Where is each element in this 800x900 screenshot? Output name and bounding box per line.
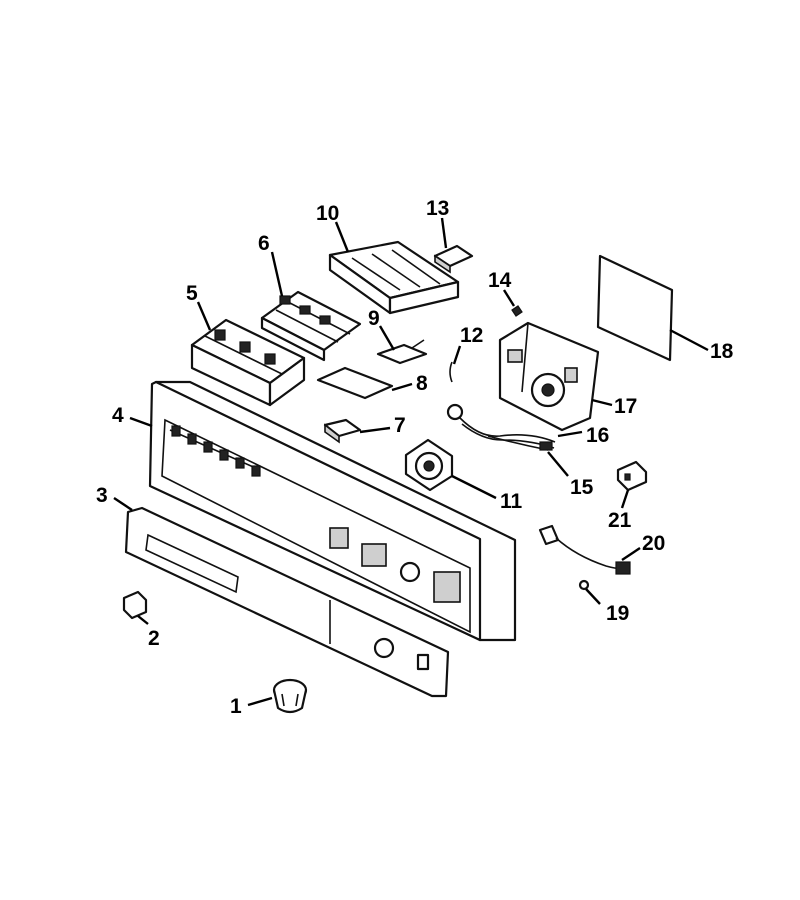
callout-2: 2 xyxy=(148,627,160,650)
callout-labels: 1 2 3 4 5 6 7 8 9 10 11 12 13 14 15 16 1… xyxy=(96,197,734,718)
part-12-wire xyxy=(449,361,453,383)
callout-19: 19 xyxy=(606,602,629,625)
callout-7: 7 xyxy=(394,414,406,437)
part-21-connector xyxy=(616,460,648,492)
part-4-control-panel xyxy=(148,380,517,642)
callout-21: 21 xyxy=(608,509,632,532)
callout-6: 6 xyxy=(258,232,270,255)
part-6-switch-block xyxy=(260,290,362,362)
part-10-bracket xyxy=(328,240,460,315)
callout-20: 20 xyxy=(642,532,665,555)
callout-12: 12 xyxy=(460,324,483,347)
callout-5: 5 xyxy=(186,282,198,305)
part-8-plate xyxy=(316,366,394,400)
part-18-panel xyxy=(596,254,674,362)
part-5-switch-block xyxy=(190,318,306,407)
part-11-fan xyxy=(404,438,454,492)
leader-lines xyxy=(113,217,709,707)
part-20-cord xyxy=(538,524,631,575)
callout-3: 3 xyxy=(96,484,108,507)
part-2-clip xyxy=(122,590,148,620)
part-14-screw xyxy=(511,305,523,317)
callout-18: 18 xyxy=(710,340,734,363)
part-3-fascia xyxy=(124,506,450,698)
callout-16: 16 xyxy=(586,424,609,447)
part-13-block xyxy=(433,244,474,274)
callout-9: 9 xyxy=(368,307,380,330)
part-15-harness xyxy=(487,435,553,451)
callout-14: 14 xyxy=(488,269,512,292)
part-17-timer-unit xyxy=(498,321,600,432)
part-19-washer xyxy=(578,579,590,591)
callout-11: 11 xyxy=(500,490,523,513)
callout-1: 1 xyxy=(230,695,242,718)
part-1-knob xyxy=(272,678,308,714)
part-7-part xyxy=(323,418,362,444)
callout-4: 4 xyxy=(112,404,124,427)
callout-15: 15 xyxy=(570,476,594,499)
callout-10: 10 xyxy=(316,202,339,225)
callout-17: 17 xyxy=(614,395,637,418)
callout-8: 8 xyxy=(416,372,428,395)
callout-13: 13 xyxy=(426,197,449,220)
part-9-clip xyxy=(376,339,428,365)
